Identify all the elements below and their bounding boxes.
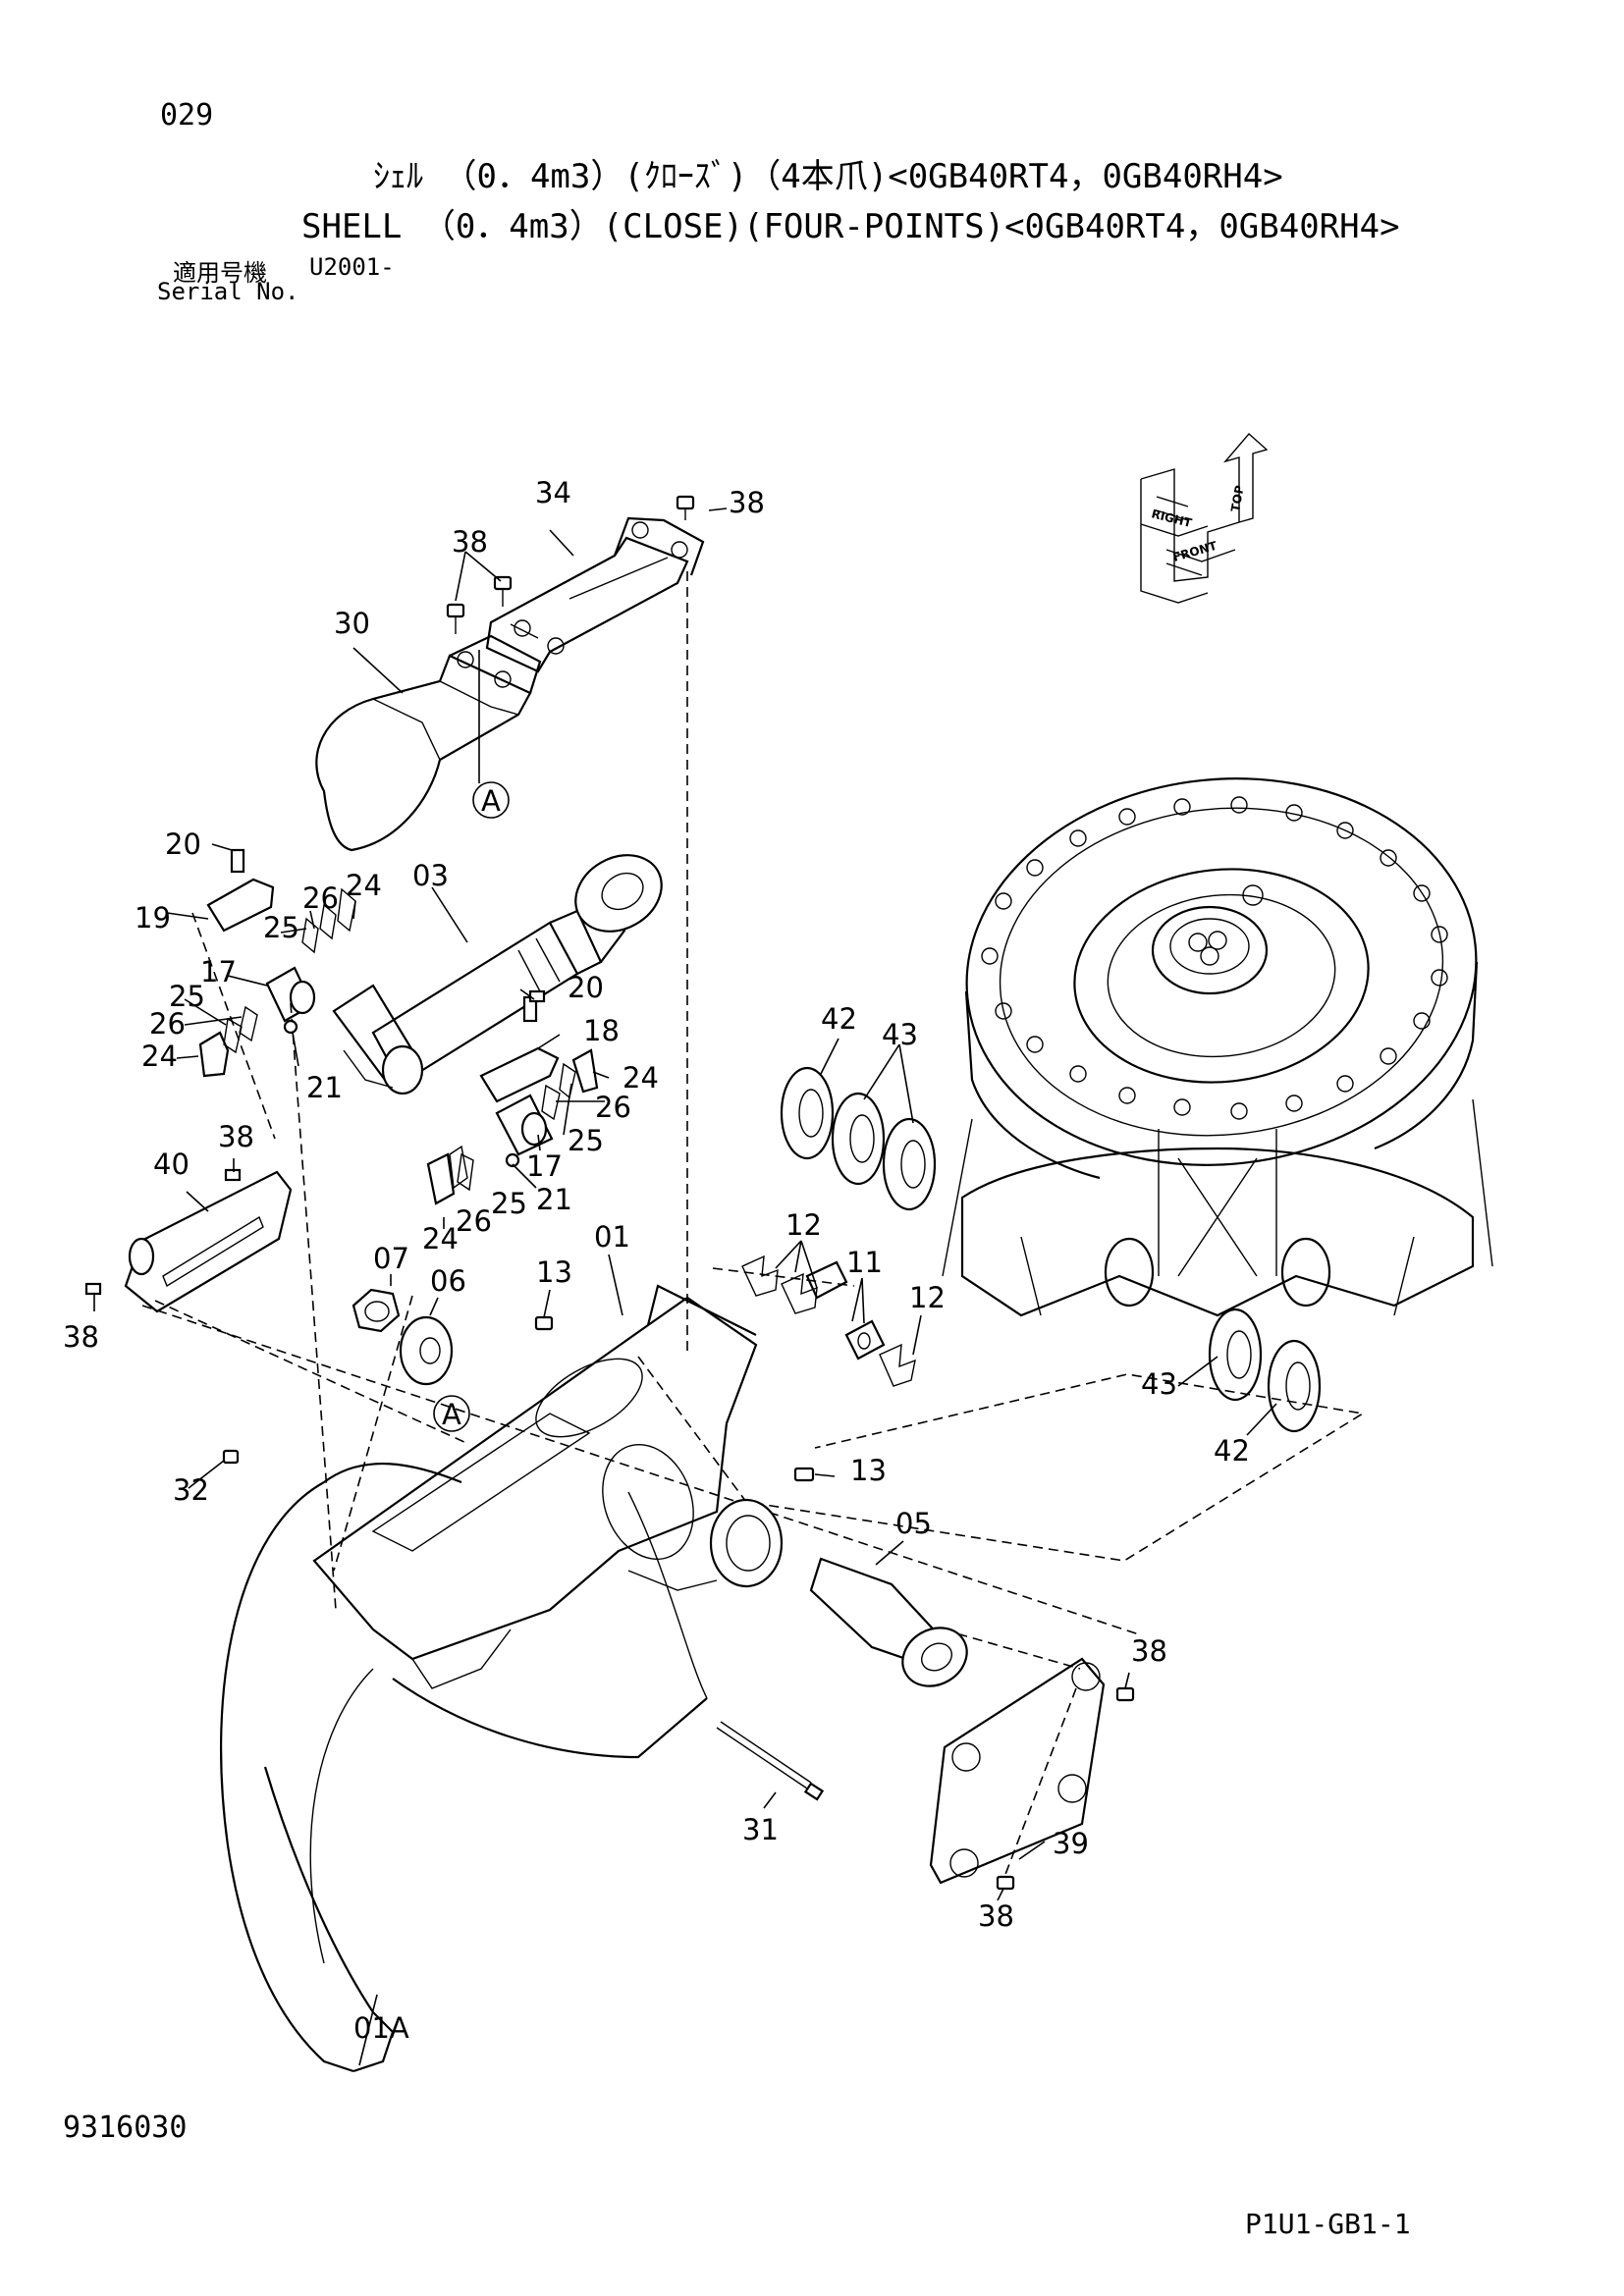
bolts-38-top [446,495,695,634]
serial-value: U2001- [309,253,395,281]
callout-25: 25 [263,911,299,944]
callout-38: 38 [218,1120,254,1153]
callout-43: 43 [882,1018,918,1051]
callout-01A: 01A [353,2011,409,2045]
callout-39: 39 [1053,1827,1089,1860]
callout-12: 12 [909,1281,946,1314]
part-32-bolt [222,1449,240,1465]
callout-A-circle-2 [433,1395,470,1432]
callout-labels: 34 38 38 30 A 20 19 26 24 25 03 17 25 26… [63,476,1250,2045]
serial-label-english: Serial No. [157,278,299,305]
document-number: 9316030 [63,2110,188,2145]
rotator-hub [942,777,1493,1317]
callout-11: 11 [846,1246,883,1279]
callout-12: 12 [785,1208,822,1242]
callout-26: 26 [149,1007,186,1041]
callout-26: 26 [302,881,339,915]
leader-lines [93,507,1277,2066]
page-number: 029 [160,98,214,133]
pins-and-shims [198,848,599,1205]
callout-32: 32 [173,1473,209,1507]
callout-A: A [481,784,501,818]
callout-38: 38 [63,1320,99,1354]
callout-17: 17 [526,1149,563,1183]
callout-30: 30 [334,607,370,640]
orientation-label-top: TOP [1228,484,1247,512]
assembly-reference-lines [141,571,1366,1886]
callout-17: 17 [200,955,237,988]
callout-42: 42 [1214,1434,1250,1468]
part-30-cover [315,634,542,852]
orientation-label-front: FRONT [1171,539,1219,564]
callout-38: 38 [452,525,488,559]
nut-and-washer [352,1288,454,1386]
title-english: SHELL （0．4m3）(CLOSE)(FOUR-POINTS)<0GB40R… [301,207,1400,246]
callout-38: 38 [1131,1634,1167,1668]
callout-25: 25 [169,980,205,1013]
washers-42-43 [780,1066,1322,1433]
orientation-icon: RIGHT FRONT TOP [1140,433,1269,604]
bolts-13 [534,1315,815,1482]
callout-01: 01 [594,1220,630,1254]
callout-24: 24 [141,1040,178,1073]
callout-25: 25 [568,1124,604,1157]
callout-21: 21 [536,1183,572,1216]
callout-24: 24 [623,1061,659,1095]
part-40-plate [84,1168,293,1313]
callout-43: 43 [1141,1367,1177,1401]
callout-38: 38 [978,1899,1014,1933]
reference-code: P1U1-GB1-1 [1245,2208,1411,2240]
callout-34: 34 [535,476,571,509]
hub-bolts [981,796,1448,1120]
serial-label-japanese: 適用号機 [173,259,267,287]
callout-06: 06 [430,1264,466,1298]
callout-20: 20 [568,971,604,1004]
callout-A: A [442,1398,461,1431]
part-34-plate [485,516,705,673]
callout-20: 20 [165,828,201,861]
callout-07: 07 [373,1242,409,1275]
callout-24: 24 [422,1222,459,1255]
callout-03: 03 [412,859,449,892]
callout-42: 42 [821,1002,857,1036]
orientation-label-right: RIGHT [1150,507,1194,530]
callout-26: 26 [595,1091,631,1124]
part-31-rod [716,1721,825,1801]
callout-13: 13 [850,1454,887,1487]
callout-38: 38 [729,486,765,519]
callout-31: 31 [742,1813,779,1846]
callout-24: 24 [346,869,382,902]
callout-05: 05 [895,1507,932,1540]
callout-A-circle [472,781,510,819]
callout-26: 26 [456,1204,492,1238]
callout-25: 25 [491,1187,527,1220]
callout-13: 13 [536,1255,572,1289]
part-05-pin [809,1557,968,1687]
callout-40: 40 [153,1148,189,1181]
callout-18: 18 [583,1014,620,1047]
callout-19: 19 [135,901,171,934]
part-01-frame [312,1284,784,1689]
part-01A-shell [220,1462,708,2073]
part-39-plate [929,1657,1135,1891]
callout-21: 21 [306,1071,343,1104]
part-03-cylinder [332,854,663,1095]
title-japanese: ｼｪﾙ （0．4m3）(ｸﾛｰｽﾞ)（4本爪)<0GB40RT4，0GB40RH… [373,157,1283,196]
